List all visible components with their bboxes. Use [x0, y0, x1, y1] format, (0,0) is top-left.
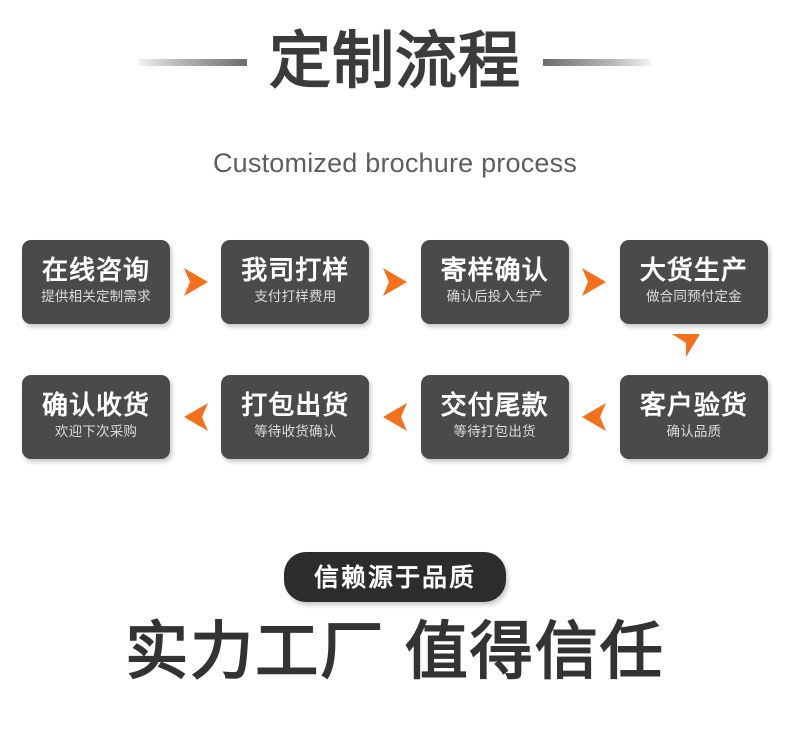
step-title: 寄样确认: [440, 255, 549, 286]
step-title: 在线咨询: [41, 255, 150, 286]
step-title: 打包出货: [241, 390, 350, 421]
step-subtitle: 确认后投入生产: [446, 289, 543, 305]
step-box: 我司打样 支付打样费用: [221, 240, 370, 324]
trust-badge: 信赖源于品质: [283, 552, 506, 602]
step-subtitle: 提供相关定制需求: [41, 289, 151, 305]
flow-row-2: 确认收货 欢迎下次采购 打包出货 等待收货确认 交付尾款 等待打包出货: [22, 375, 768, 459]
gradient-rule-left-icon: [138, 58, 247, 66]
step-box: 客户验货 确认品质: [619, 375, 768, 459]
step-title: 客户验货: [639, 390, 748, 421]
flow-row-1: 在线咨询 提供相关定制需求 我司打样 支付打样费用 寄样确认 确认后投入生产: [22, 240, 768, 324]
step-subtitle: 等待收货确认: [254, 424, 337, 440]
step-box: 寄样确认 确认后投入生产: [420, 240, 569, 324]
step-subtitle: 等待打包出货: [453, 424, 536, 440]
step-title: 确认收货: [41, 390, 150, 421]
gradient-rule-right-icon: [543, 58, 651, 66]
arrow-left-icon: [378, 400, 412, 434]
step-box: 确认收货 欢迎下次采购: [22, 375, 170, 459]
step-box: 在线咨询 提供相关定制需求: [22, 240, 170, 324]
footer-tagline: 实力工厂 值得信任: [125, 617, 665, 687]
step-box: 打包出货 等待收货确认: [221, 375, 370, 459]
arrow-left-icon: [577, 400, 611, 434]
step-box: 交付尾款 等待打包出货: [420, 375, 569, 459]
step-subtitle: 确认品质: [666, 424, 722, 440]
process-flow: 在线咨询 提供相关定制需求 我司打样 支付打样费用 寄样确认 确认后投入生产: [0, 232, 790, 472]
arrow-left-icon: [179, 400, 213, 434]
step-title: 交付尾款: [440, 390, 549, 421]
badge-row: 信赖源于品质: [0, 552, 790, 602]
page-title: 定制流程: [268, 27, 521, 96]
title-row: 定制流程: [0, 22, 790, 102]
header-section: 定制流程 Customized brochure process: [0, 0, 790, 200]
step-box: 大货生产 做合同预付定金: [619, 240, 768, 324]
arrow-right-icon: [577, 265, 611, 299]
arrow-right-icon: [179, 265, 213, 299]
step-subtitle: 支付打样费用: [254, 289, 337, 305]
step-title: 我司打样: [241, 255, 350, 286]
arrow-right-icon: [378, 265, 412, 299]
page-subtitle: Customized brochure process: [212, 148, 578, 178]
footer-section: 信赖源于品质 实力工厂 值得信任: [0, 540, 790, 740]
arrow-down-icon: [670, 332, 704, 362]
step-subtitle: 做合同预付定金: [645, 289, 742, 305]
step-subtitle: 欢迎下次采购: [54, 424, 138, 440]
step-title: 大货生产: [639, 255, 748, 286]
